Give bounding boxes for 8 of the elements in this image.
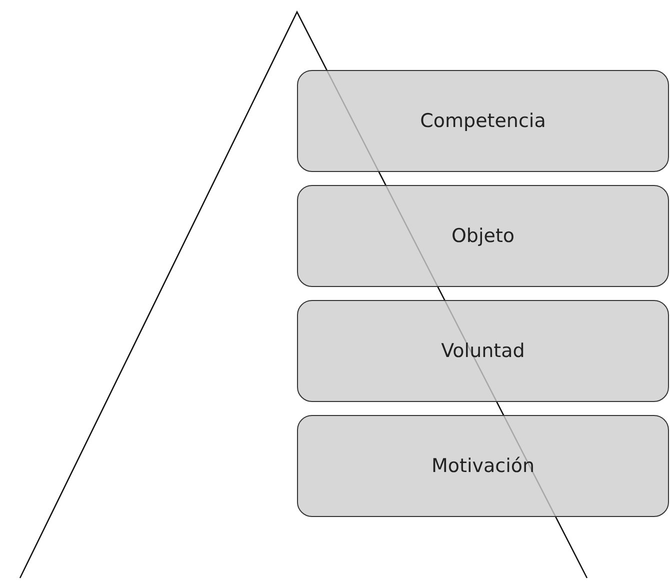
level-label: Objeto [451,225,515,247]
level-label: Motivación [431,455,535,477]
level-box [297,300,669,402]
level-box [297,415,669,517]
level-box [297,70,669,172]
level-label: Voluntad [441,340,525,362]
level-label: Competencia [420,110,546,132]
level-box [297,185,669,287]
